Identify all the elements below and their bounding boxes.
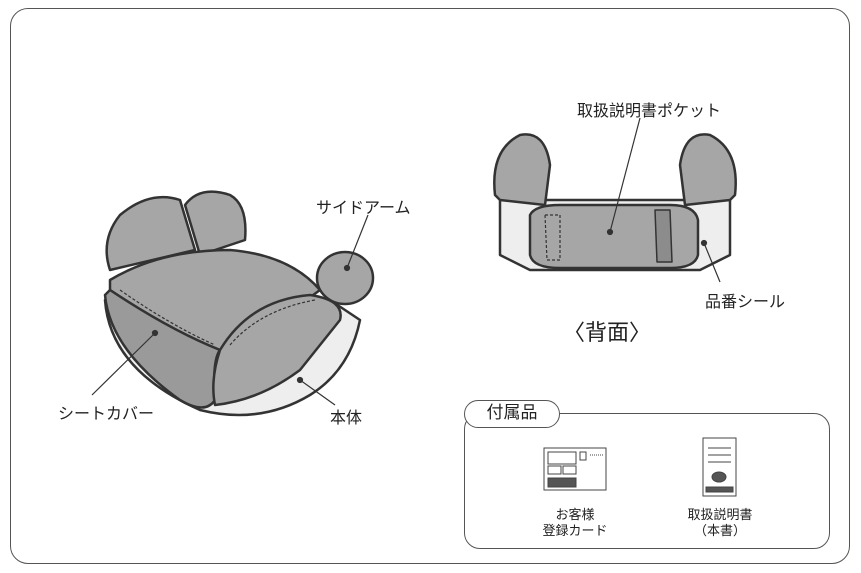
- body-label: 本体: [330, 408, 363, 427]
- diagram-frame: [10, 8, 850, 564]
- booster-seat-front-illustration: [103, 190, 375, 417]
- registration-card-label: お客様 登録カード: [542, 508, 608, 539]
- part-number-seal-label: 品番シール: [705, 292, 786, 311]
- leader-lines-front: [91, 214, 369, 406]
- instruction-manual-label: 取扱説明書 （本書）: [687, 508, 753, 539]
- accessories-title: 付属品: [464, 400, 560, 428]
- instruction-manual-icon: [702, 437, 737, 497]
- side-arm-label: サイドアーム: [316, 198, 411, 217]
- registration-card-icon: [543, 447, 607, 491]
- accessories-panel: [464, 413, 830, 549]
- leader-lines-back: [606, 117, 721, 283]
- seat-cover-label: シートカバー: [58, 404, 155, 423]
- manual-pocket-label: 取扱説明書ポケット: [577, 101, 722, 120]
- back-view-caption: 〈背面〉: [563, 321, 652, 346]
- booster-seat-back-illustration: [493, 133, 737, 272]
